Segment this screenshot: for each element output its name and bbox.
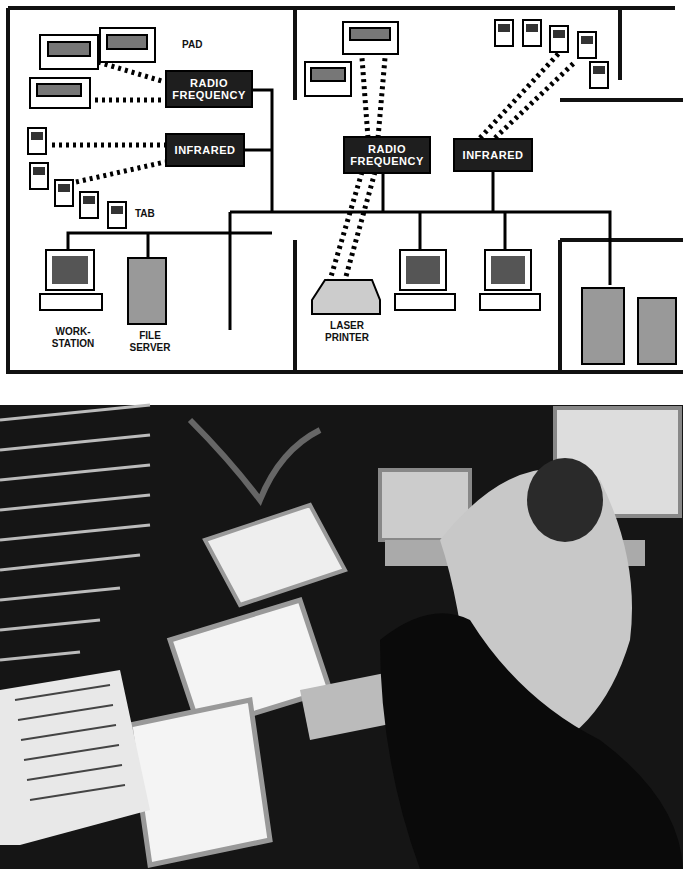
device-label: WORK-STATION [40, 326, 106, 349]
device-label: FILE SERVER [122, 330, 178, 353]
transceiver-box: RADIO FREQUENCY [343, 136, 431, 174]
box-label: RADIO FREQUENCY [172, 77, 246, 101]
transceiver-box: INFRARED [453, 138, 533, 172]
transceiver-box: INFRARED [165, 133, 245, 167]
device-label: TAB [133, 208, 157, 220]
box-label: INFRARED [463, 149, 524, 161]
box-label: RADIO FREQUENCY [350, 143, 424, 167]
transceiver-box: RADIO FREQUENCY [165, 70, 253, 108]
device-label: LASER PRINTER [305, 320, 389, 343]
device-label: PAD [180, 39, 204, 51]
box-label: INFRARED [175, 144, 236, 156]
